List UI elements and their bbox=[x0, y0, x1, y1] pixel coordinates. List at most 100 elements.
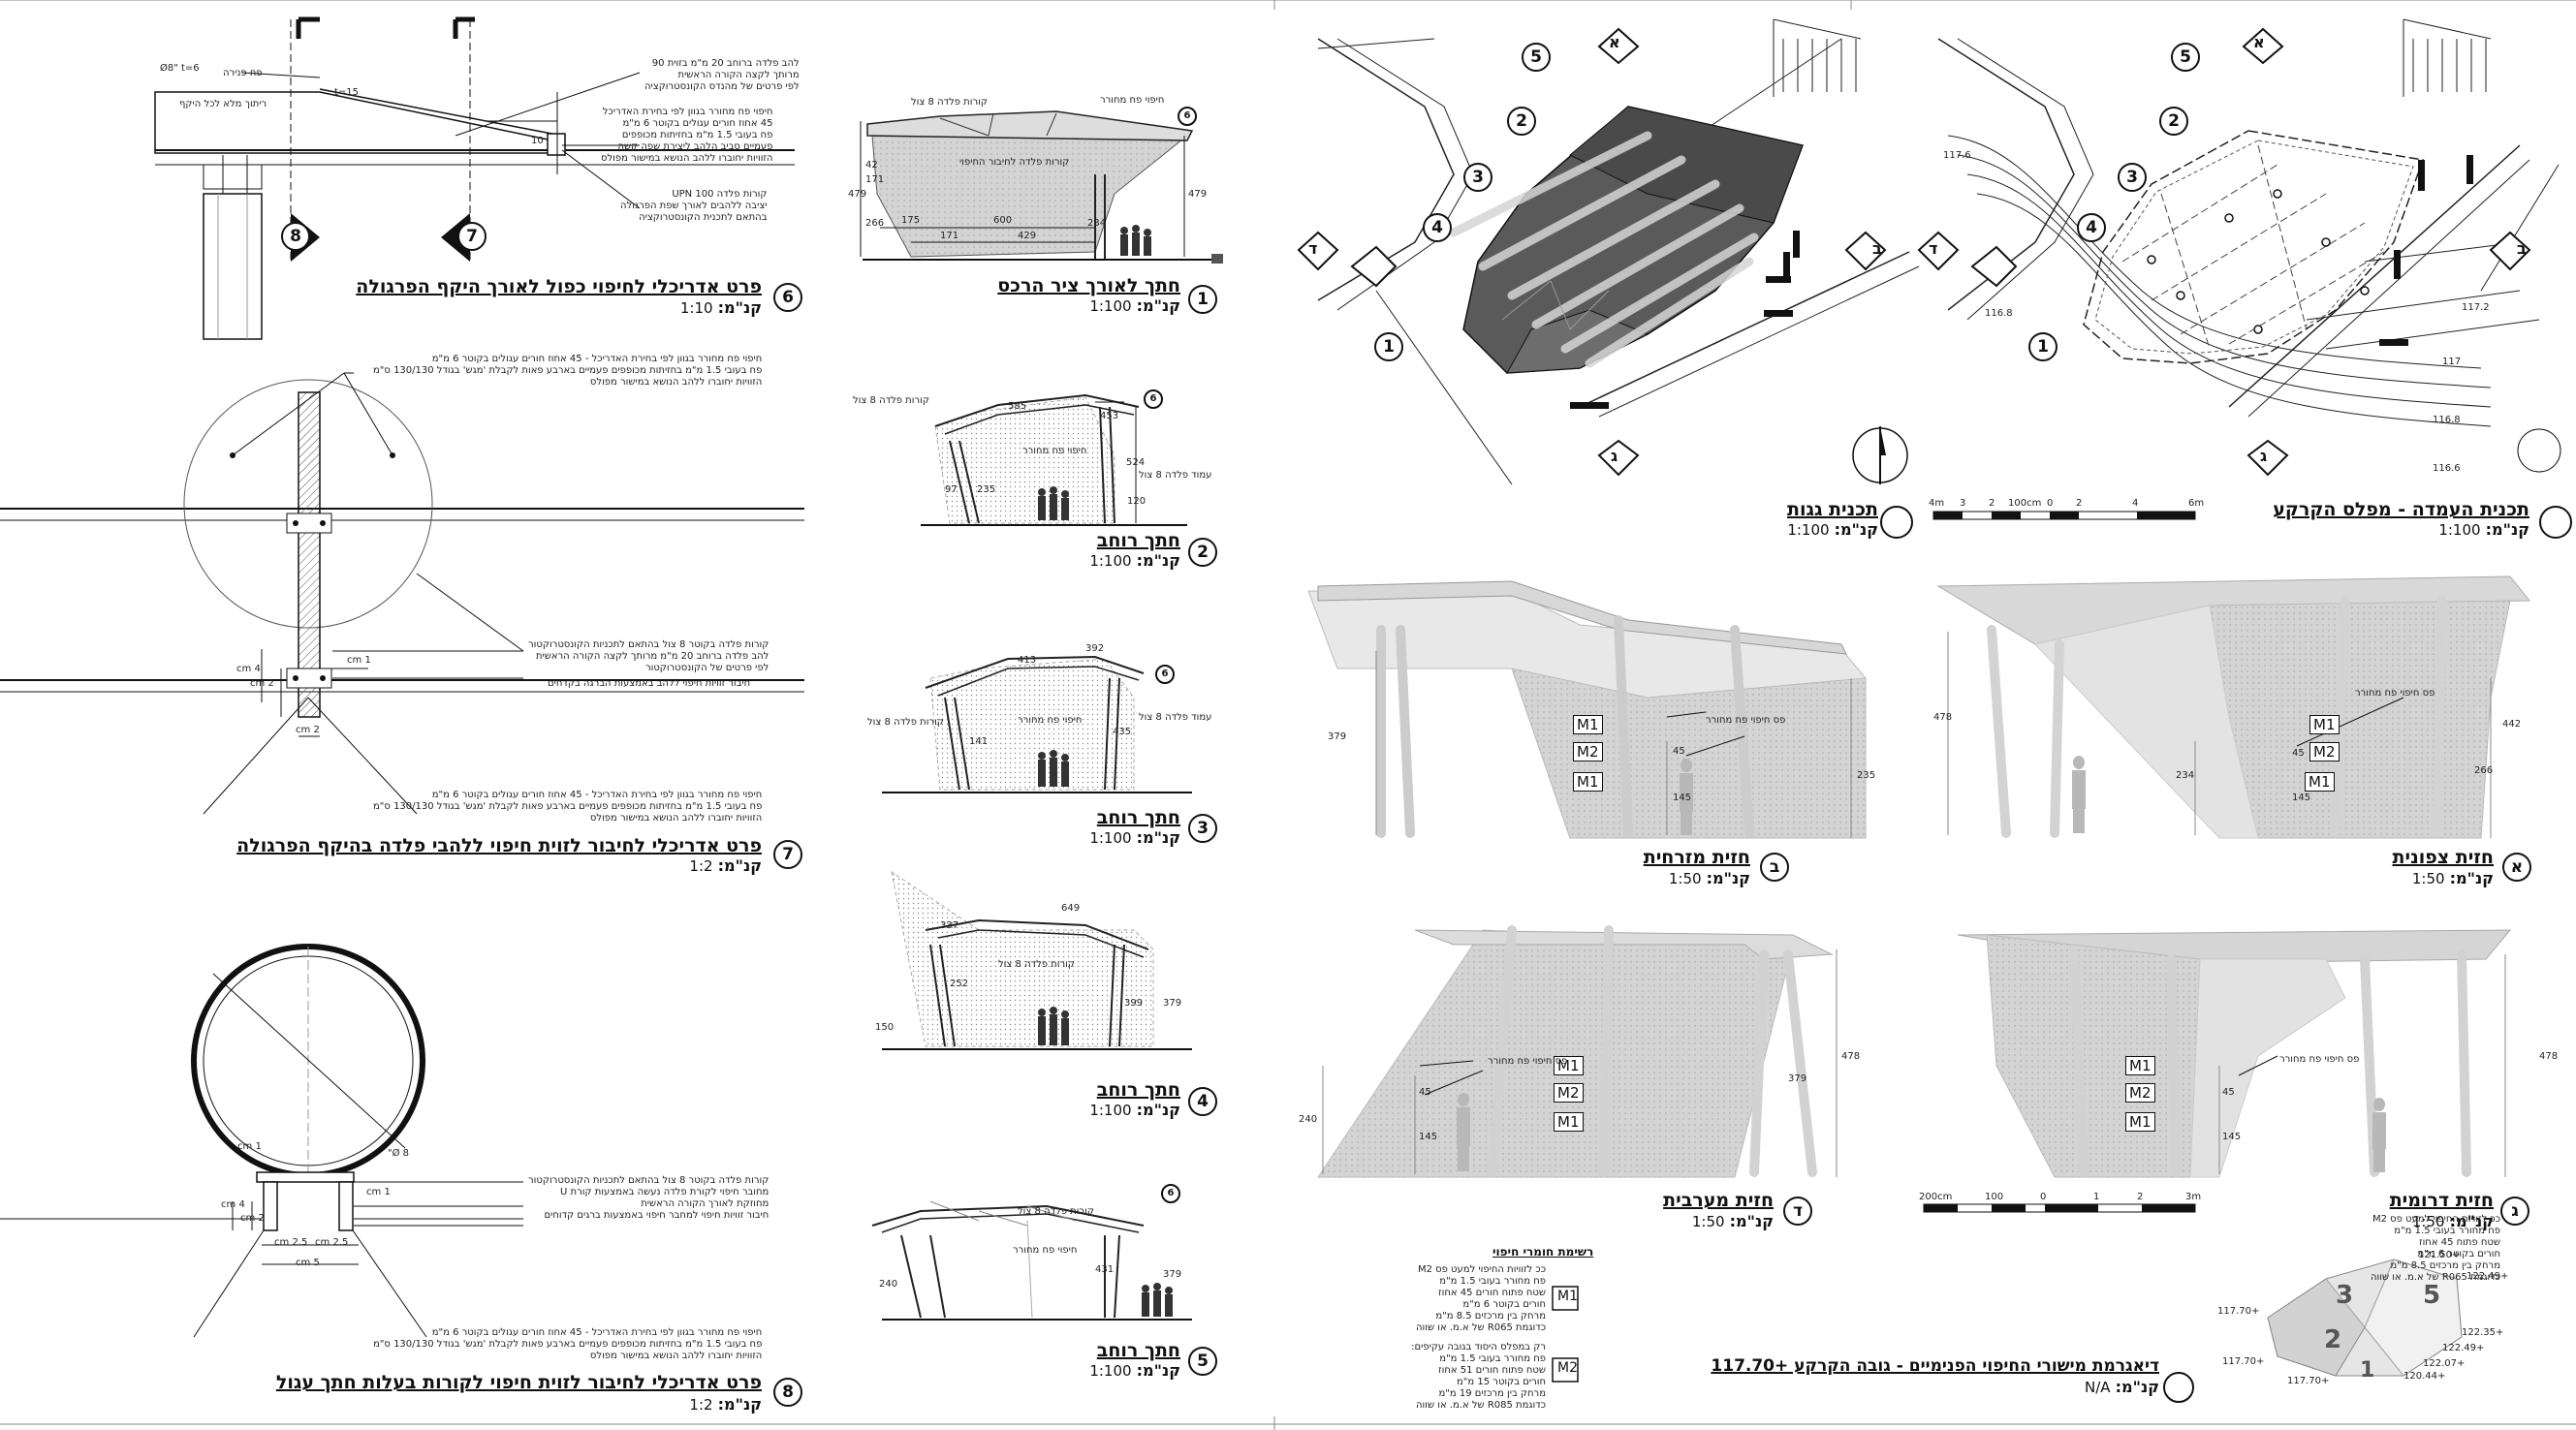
site-level-6: 116.8 bbox=[1985, 308, 2013, 319]
elev-sb-0: 200cm bbox=[1919, 1192, 1953, 1202]
elevation-scale-bar bbox=[1923, 1203, 2196, 1213]
s1-dim-1: 171 bbox=[865, 174, 885, 185]
section-3-scale: 1:100 bbox=[1089, 829, 1132, 847]
s1-dim-0: 42 bbox=[865, 160, 878, 171]
detail-7-mid-note: קורות פלדה בקוטר 8 צול בהתאם לתכניות הקו… bbox=[528, 639, 770, 673]
detail-8-dim-3: 1 cm bbox=[366, 1187, 391, 1197]
detail-6-mid-note: חיפוי פח מחורר בגוון לפי בחירת האדריכל 4… bbox=[601, 107, 773, 164]
diag-face-3: 3 bbox=[2336, 1281, 2354, 1310]
north-mesh-label: פס חיפוי פח מחורר bbox=[2355, 688, 2435, 699]
site-level-4: 116.8 bbox=[2433, 415, 2461, 425]
s4-dim-1: 649 bbox=[1061, 903, 1081, 914]
detail-7-dim-4: 2 cm bbox=[296, 725, 320, 735]
plan-scale-bar bbox=[1932, 511, 2196, 520]
materials-tag-m2: M2 bbox=[1557, 1360, 1578, 1376]
s5-dim-0: 240 bbox=[879, 1279, 898, 1290]
detail-7-drawing bbox=[0, 372, 804, 815]
detail-8-dim-1: 1 cm bbox=[237, 1141, 262, 1152]
s5-dim-1: 431 bbox=[1095, 1264, 1115, 1275]
south-dim-2: 478 bbox=[2539, 1051, 2559, 1062]
south-tag-m1-b: M1 bbox=[2125, 1112, 2155, 1132]
section-3-label-beam: קורות פלדה 8 צול bbox=[867, 717, 944, 728]
detail-6-scale-label: קנ"מ: bbox=[717, 298, 762, 317]
north-dim-0: 478 bbox=[1933, 712, 1953, 723]
detail-7-top-note: חיפוי פח מחורר בגוון לפי בחירת האדריכל -… bbox=[373, 354, 763, 388]
elevation-north-title: חזית צפונית bbox=[2392, 847, 2494, 868]
section-2-label-beam: קורות פלדה 8 צול bbox=[853, 395, 929, 406]
section-4-scale-label: קנ"מ: bbox=[1136, 1101, 1180, 1119]
detail-7-mid-note-2: חיבור זוויות חיפוי ללהב באמצעות הברגה בק… bbox=[548, 678, 751, 689]
roof-plan-marker bbox=[1880, 506, 1913, 539]
detail-6-scale: 1:10 bbox=[679, 299, 713, 317]
materials-m1-text: ככ לזוויות החיפוי למעט פס M2 פח מחורר בע… bbox=[1416, 1264, 1546, 1333]
s1-dim-6: 171 bbox=[940, 231, 959, 241]
detail-8-dim-7: 2.5 cm bbox=[315, 1237, 349, 1248]
south-tag-m1-a: M1 bbox=[2125, 1056, 2155, 1075]
detail-7-dim-1: 4 cm bbox=[236, 664, 261, 674]
west-dim-0: 240 bbox=[1299, 1114, 1318, 1125]
plan-sb-3: 100cm bbox=[2008, 498, 2042, 509]
section-3-title: חתך רוחב bbox=[1096, 807, 1180, 828]
section-marker-8: 8 bbox=[281, 222, 310, 251]
elevation-north-drawing bbox=[1936, 575, 2531, 839]
site-level-1: 117.6 bbox=[1943, 150, 1971, 161]
s1-dim-4: 175 bbox=[901, 215, 921, 226]
elev-sb-2: 0 bbox=[2040, 1192, 2047, 1202]
site-grid-3: 3 bbox=[2118, 163, 2147, 192]
detail-8-mid-note: קורות פלדה בקוטר 8 צול בהתאם לתכניות הקו… bbox=[528, 1175, 770, 1221]
section-3-scale-label: קנ"מ: bbox=[1136, 828, 1180, 847]
south-mesh-label: פס חיפוי פח מחורר bbox=[2279, 1054, 2360, 1065]
north-dim-2: 45 bbox=[2292, 748, 2305, 759]
diag-level-3: +122.35 bbox=[2462, 1327, 2504, 1338]
site-grid-4: 4 bbox=[2077, 213, 2106, 242]
west-dim-1: 45 bbox=[1419, 1087, 1431, 1098]
plan-sb-0: 4m bbox=[1929, 498, 1945, 509]
plan-sb-7: 6m bbox=[2188, 498, 2205, 509]
detail-8-dim-5: 2 cm bbox=[240, 1213, 265, 1224]
site-scale-label: קנ"מ: bbox=[2485, 520, 2529, 539]
materials-tag-m1: M1 bbox=[1557, 1289, 1578, 1304]
east-scale-label: קנ"מ: bbox=[1706, 869, 1750, 887]
section-2-scale-label: קנ"מ: bbox=[1136, 551, 1180, 570]
plan-sb-1: 3 bbox=[1960, 498, 1966, 509]
diag-level-0: +121.50 bbox=[2418, 1250, 2461, 1260]
detail-8-title: פרט אדריכלי לחיבור לזוית חיפוי לקורות בע… bbox=[275, 1372, 762, 1393]
north-tag-m1-b: M1 bbox=[2305, 772, 2335, 792]
roof-grid-3: 3 bbox=[1463, 163, 1492, 192]
section-4-title: חתך רוחב bbox=[1096, 1079, 1180, 1101]
detail-7-title: פרט אדריכלי לחיבור לזוית חיפוי ללהבי פלד… bbox=[236, 835, 762, 856]
elev-sb-5: 3m bbox=[2185, 1192, 2202, 1202]
site-plan-drawing bbox=[1917, 18, 2561, 477]
site-scale: 1:100 bbox=[2438, 521, 2481, 539]
east-dim-1: 45 bbox=[1673, 746, 1685, 757]
section-1-ref-6: 6 bbox=[1178, 107, 1197, 126]
north-dim-1: 234 bbox=[2176, 770, 2195, 781]
site-grid-d: ד bbox=[1929, 239, 1938, 258]
detail-7-scale-label: קנ"מ: bbox=[717, 856, 762, 875]
section-1-number: 1 bbox=[1188, 285, 1217, 314]
north-dim-4: 266 bbox=[2474, 765, 2494, 776]
plan-sb-6: 4 bbox=[2132, 498, 2139, 509]
section-5-drawing bbox=[871, 1200, 1192, 1321]
site-grid-1: 1 bbox=[2028, 332, 2058, 361]
diag-level-2: +117.70 bbox=[2217, 1306, 2260, 1317]
diagram-scale: N/A bbox=[2085, 1379, 2111, 1396]
detail-8-bottom-note: חיפוי פח מחורר בגוון לפי בחירת האדריכל -… bbox=[373, 1327, 763, 1361]
section-5-scale-label: קנ"מ: bbox=[1136, 1361, 1180, 1380]
diag-face-2: 2 bbox=[2324, 1325, 2342, 1354]
site-level-3: 117 bbox=[2442, 357, 2462, 367]
roof-plan-drawing bbox=[1297, 18, 1920, 485]
roof-grid-4: 4 bbox=[1423, 213, 1452, 242]
north-tag-m1-a: M1 bbox=[2309, 715, 2340, 734]
plan-sb-4: 0 bbox=[2047, 498, 2054, 509]
west-mesh-label: פס חיפוי פח מחורר bbox=[1488, 1056, 1568, 1067]
s1-dim-2: 479 bbox=[848, 189, 867, 200]
detail-6-dim-1: Ø8" t=6 bbox=[160, 63, 200, 74]
south-tag-m2: M2 bbox=[2125, 1083, 2155, 1103]
diag-level-5: +122.07 bbox=[2423, 1358, 2466, 1369]
roof-scale-label: קנ"מ: bbox=[1834, 520, 1878, 539]
elevation-east-drawing bbox=[1307, 580, 1867, 839]
s2-dim-5: 120 bbox=[1127, 496, 1147, 507]
east-dim-2: 145 bbox=[1673, 793, 1692, 803]
diag-level-1: +122.49 bbox=[2466, 1271, 2509, 1282]
